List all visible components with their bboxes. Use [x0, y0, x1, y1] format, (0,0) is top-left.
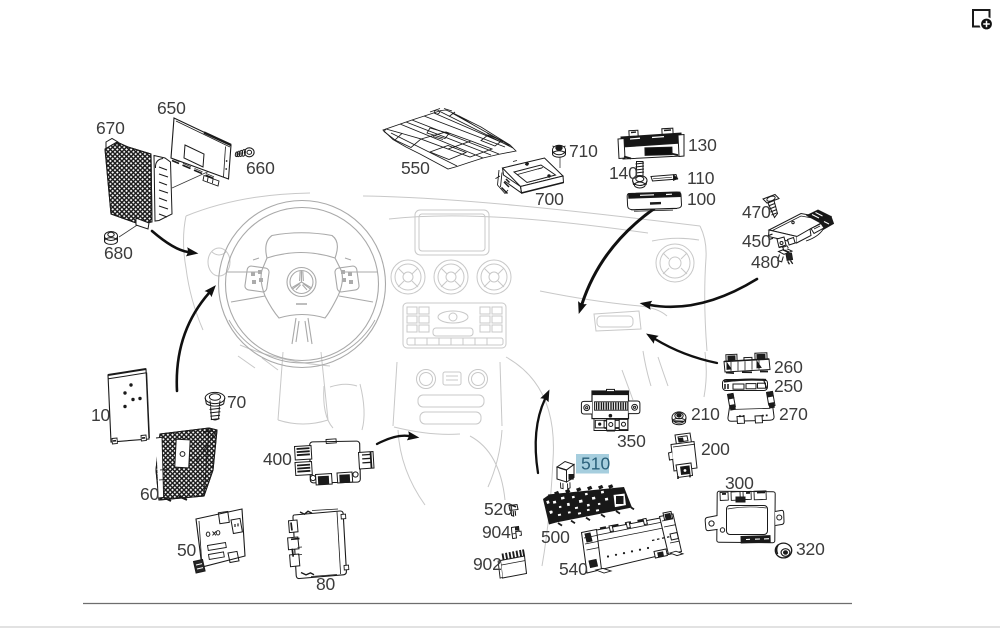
- svg-text:250: 250: [774, 376, 803, 396]
- svg-text:350: 350: [617, 431, 646, 451]
- svg-text:680: 680: [104, 243, 133, 263]
- svg-text:50: 50: [177, 540, 197, 560]
- svg-text:904: 904: [482, 522, 511, 542]
- svg-text:520: 520: [484, 499, 513, 519]
- svg-text:700: 700: [535, 189, 564, 209]
- svg-text:80: 80: [316, 574, 336, 594]
- svg-text:320: 320: [796, 539, 825, 559]
- svg-text:550: 550: [401, 158, 430, 178]
- svg-text:470: 470: [742, 202, 771, 222]
- svg-text:140: 140: [609, 163, 638, 183]
- svg-text:210: 210: [691, 404, 720, 424]
- svg-text:70: 70: [227, 392, 247, 412]
- svg-text:710: 710: [569, 141, 598, 161]
- svg-text:660: 660: [246, 158, 275, 178]
- svg-text:480: 480: [751, 252, 780, 272]
- svg-text:130: 130: [688, 135, 717, 155]
- svg-text:200: 200: [701, 439, 730, 459]
- svg-text:300: 300: [725, 473, 754, 493]
- svg-text:400: 400: [263, 449, 292, 469]
- svg-text:540: 540: [559, 559, 588, 579]
- svg-text:902: 902: [473, 554, 502, 574]
- svg-text:60: 60: [140, 484, 160, 504]
- svg-text:270: 270: [779, 404, 808, 424]
- svg-text:500: 500: [541, 527, 570, 547]
- svg-text:260: 260: [774, 357, 803, 377]
- svg-text:510: 510: [581, 454, 610, 474]
- svg-text:10: 10: [91, 405, 111, 425]
- svg-text:100: 100: [687, 189, 716, 209]
- svg-text:450: 450: [742, 231, 771, 251]
- svg-text:650: 650: [157, 98, 186, 118]
- svg-text:110: 110: [687, 168, 715, 188]
- svg-text:670: 670: [96, 118, 125, 138]
